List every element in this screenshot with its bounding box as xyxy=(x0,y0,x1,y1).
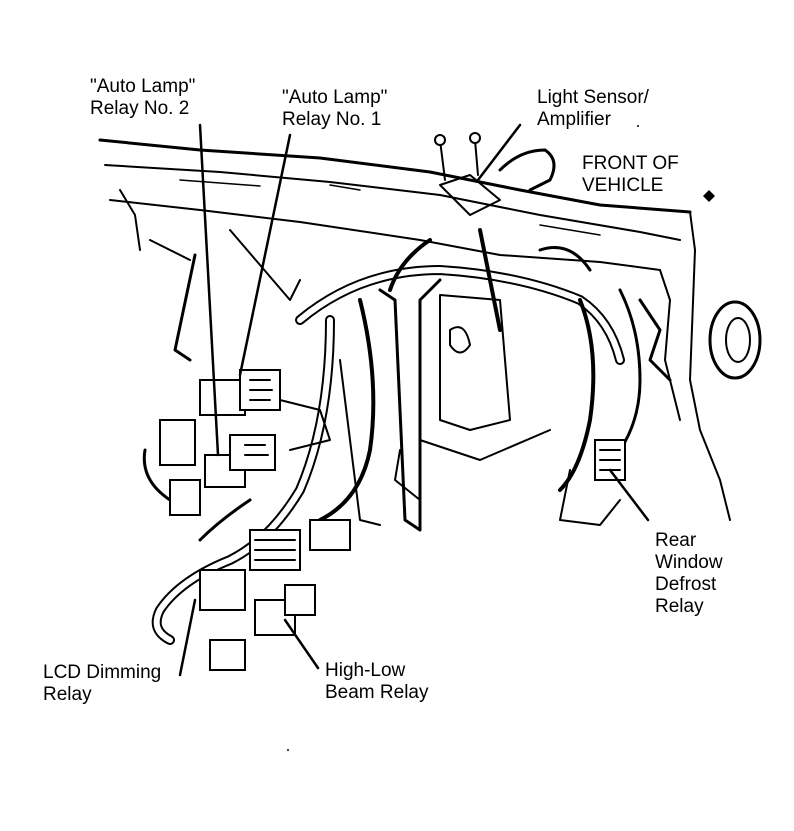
label-auto-lamp-relay-2: "Auto Lamp" Relay No. 2 xyxy=(90,76,195,120)
label-line: "Auto Lamp" xyxy=(282,87,388,108)
dashboard-outline xyxy=(98,138,731,521)
label-line: Amplifier xyxy=(537,109,611,130)
relay-cluster-bottom xyxy=(199,519,351,671)
label-line: FRONT OF xyxy=(582,153,679,174)
label-line: Relay xyxy=(655,596,704,617)
label-line: Beam Relay xyxy=(325,682,429,703)
round-vent xyxy=(708,300,762,380)
label-line: Relay No. 1 xyxy=(282,109,382,130)
label-line: Rear xyxy=(655,530,697,551)
label-line: Relay No. 2 xyxy=(90,98,190,119)
label-high-low-beam-relay: High-Low Beam Relay xyxy=(325,660,429,704)
label-line: "Auto Lamp" xyxy=(90,76,196,97)
label-line: Light Sensor/ xyxy=(537,87,649,108)
arrow-marker-icon xyxy=(703,190,715,202)
center-bracket xyxy=(339,278,551,532)
relay-cluster-left xyxy=(159,369,331,516)
label-light-sensor-amplifier: Light Sensor/ Amplifier xyxy=(537,87,649,131)
label-line: Window xyxy=(655,552,723,573)
wiring-harness xyxy=(142,228,642,645)
label-front-of-vehicle: FRONT OF VEHICLE xyxy=(582,153,679,197)
label-line: Relay xyxy=(43,684,92,705)
label-line: VEHICLE xyxy=(582,175,664,196)
label-auto-lamp-relay-1: "Auto Lamp" Relay No. 1 xyxy=(282,87,387,131)
label-lcd-dimming-relay: LCD Dimming Relay xyxy=(43,662,161,706)
label-rear-window-defrost-relay: Rear Window Defrost Relay xyxy=(655,530,723,618)
rear-defrost-relay-area xyxy=(559,298,672,526)
label-line: High-Low xyxy=(325,660,406,681)
label-line: Defrost xyxy=(655,574,717,595)
speck-dot xyxy=(287,749,289,751)
label-line: LCD Dimming xyxy=(43,662,162,683)
callout-leaders xyxy=(178,123,650,677)
speck-dot xyxy=(637,125,639,127)
light-sensor-assembly xyxy=(434,132,556,216)
